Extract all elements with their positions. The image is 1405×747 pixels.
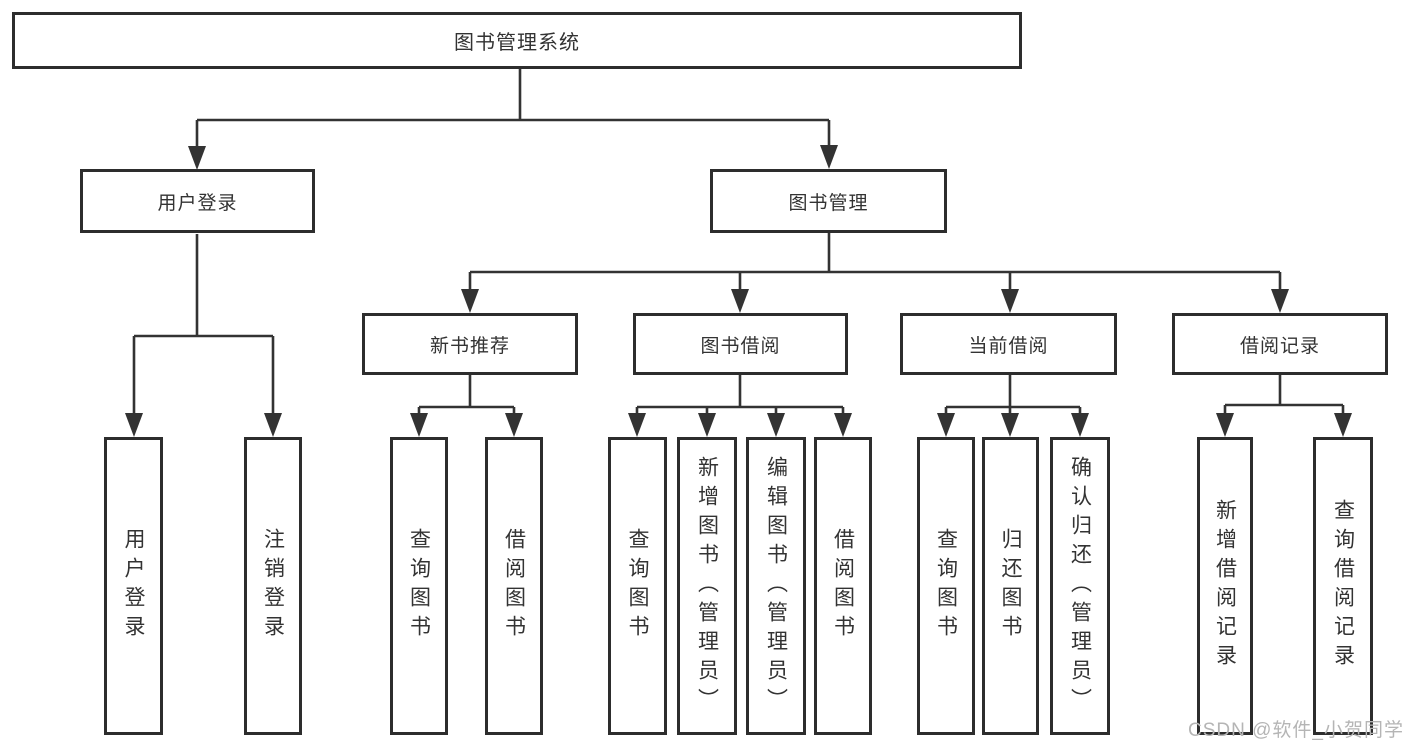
node-label: 用户登录 (122, 528, 145, 644)
node-label: 借阅图书 (831, 528, 855, 644)
node-label: 图书管理 (788, 192, 869, 214)
csdn-watermark: CSDN @软件_小贺同学 (1188, 720, 1404, 741)
node-book-management: 图书管理 (710, 169, 947, 233)
node-label: 归还图书 (999, 528, 1022, 644)
arrowhead (1071, 413, 1089, 437)
node-label: 查询图书 (934, 528, 958, 644)
node-library-management-system: 图书管理系统 (12, 12, 1022, 69)
arrowhead (834, 413, 852, 437)
leaf-borrow-books-1: 借阅图书 (485, 437, 543, 735)
arrowhead (264, 413, 282, 437)
leaf-query-books-1: 查询图书 (390, 437, 448, 735)
arrowhead (410, 413, 428, 437)
leaf-user-login: 用户登录 (104, 437, 163, 735)
arrowhead (820, 145, 838, 169)
arrowhead (937, 413, 955, 437)
node-label: 图书管理系统 (454, 32, 580, 54)
arrowhead (767, 413, 785, 437)
arrowhead (1334, 413, 1352, 437)
node-user-login: 用户登录 (80, 169, 315, 233)
leaf-confirm-return-admin: 确认归还（管理员） (1050, 437, 1110, 735)
arrowhead (1271, 289, 1289, 313)
arrowhead (461, 289, 479, 313)
node-label: 注销登录 (261, 528, 285, 644)
arrowhead (731, 289, 749, 313)
node-label: 借阅记录 (1239, 335, 1320, 357)
node-label: 新书推荐 (429, 335, 510, 357)
leaf-add-books-admin: 新增图书（管理员） (677, 437, 737, 735)
arrowhead (698, 413, 716, 437)
node-label: 借阅图书 (502, 528, 526, 644)
leaf-return-books: 归还图书 (982, 437, 1039, 735)
arrowhead (628, 413, 646, 437)
node-label: 查询图书 (407, 528, 431, 644)
arrowhead (505, 413, 523, 437)
node-label: 新增图书（管理员） (695, 455, 719, 717)
node-label: 图书借阅 (700, 335, 781, 357)
node-label: 查询图书 (626, 528, 649, 644)
leaf-query-books-2: 查询图书 (608, 437, 667, 735)
leaf-add-borrow-record: 新增借阅记录 (1197, 437, 1253, 735)
arrowhead (1001, 289, 1019, 313)
node-current-borrowing: 当前借阅 (900, 313, 1117, 375)
arrowhead (1216, 413, 1234, 437)
leaf-query-books-3: 查询图书 (917, 437, 975, 735)
node-label: 当前借阅 (968, 335, 1049, 357)
leaf-logout: 注销登录 (244, 437, 302, 735)
node-label: 用户登录 (157, 192, 238, 214)
leaf-edit-books-admin: 编辑图书（管理员） (746, 437, 806, 735)
leaf-borrow-books-2: 借阅图书 (814, 437, 872, 735)
arrowhead (188, 146, 206, 170)
node-borrowing-records: 借阅记录 (1172, 313, 1388, 375)
node-label: 编辑图书（管理员） (764, 455, 788, 717)
node-label: 查询借阅记录 (1331, 499, 1355, 673)
node-new-book-recommendation: 新书推荐 (362, 313, 578, 375)
node-book-borrowing: 图书借阅 (633, 313, 848, 375)
leaf-query-borrow-record: 查询借阅记录 (1313, 437, 1373, 735)
node-label: 确认归还（管理员） (1068, 455, 1092, 717)
arrowhead (1001, 413, 1019, 437)
node-label: 新增借阅记录 (1213, 499, 1237, 673)
arrowhead (125, 413, 143, 437)
